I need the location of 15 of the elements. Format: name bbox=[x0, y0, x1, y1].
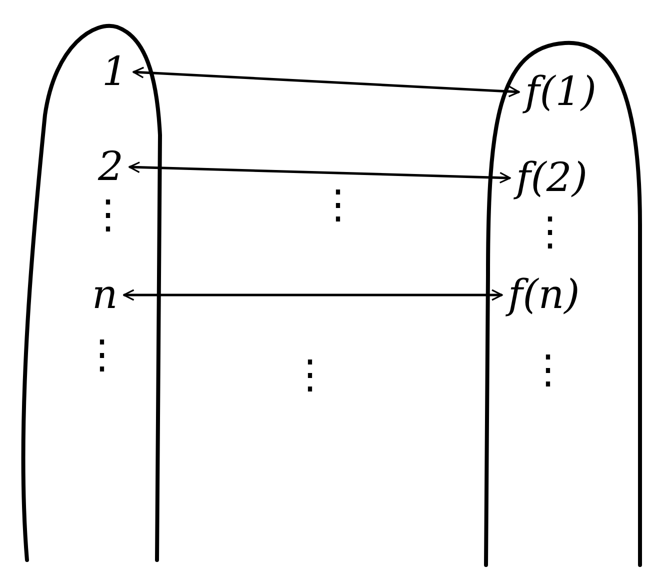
ellipsis-dots: ⋮ bbox=[290, 355, 330, 395]
double-arrow bbox=[122, 289, 503, 301]
element-label: f(1) bbox=[525, 72, 596, 112]
double-arrow bbox=[128, 162, 511, 184]
element-label: f(n) bbox=[508, 275, 580, 315]
ellipsis-dots: ⋮ bbox=[88, 195, 128, 235]
double-arrow bbox=[132, 66, 520, 98]
element-label: 1 bbox=[102, 52, 128, 92]
element-label: f(2) bbox=[516, 158, 588, 198]
ellipsis-dots: ⋮ bbox=[530, 212, 570, 252]
element-label: n bbox=[92, 275, 118, 315]
element-label: 2 bbox=[98, 147, 124, 187]
ellipsis-dots: ⋮ bbox=[528, 350, 568, 390]
ellipsis-dots: ⋮ bbox=[318, 185, 358, 225]
ellipsis-dots: ⋮ bbox=[82, 335, 122, 375]
